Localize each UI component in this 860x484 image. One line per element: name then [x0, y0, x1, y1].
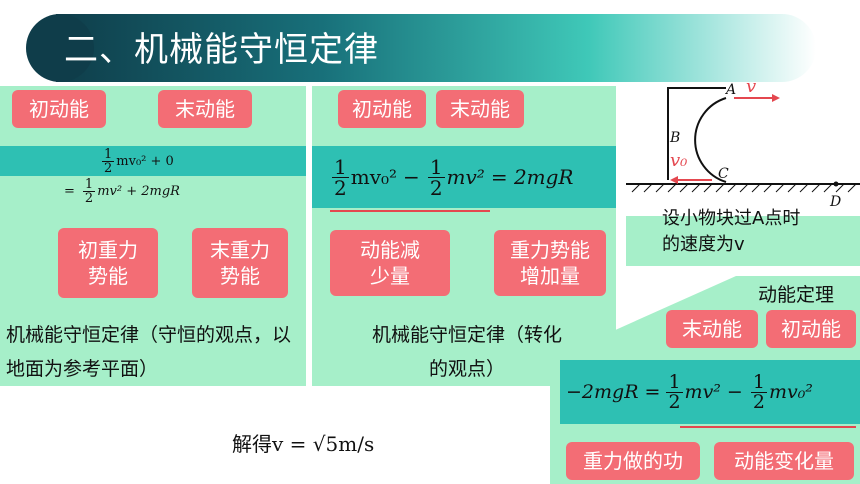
label-v: v [746, 76, 757, 97]
right-formula-band [560, 360, 860, 424]
left-eq1-text: mv₀² + 0 [116, 153, 174, 169]
v-arrowhead [772, 94, 780, 102]
diagram-note-bg [626, 216, 860, 266]
v0-arrowhead [670, 176, 678, 184]
title-bar [26, 14, 816, 82]
tag-initial-pe: 初重力势能 [58, 228, 158, 298]
label-v0: v₀ [670, 150, 688, 171]
middle-caption: 机械能守恒定律（转化的观点） [372, 324, 563, 380]
tag-final-ke-right: 末动能 [666, 310, 758, 348]
tag-initial-ke-left: 初动能 [12, 90, 106, 128]
label-C: C [718, 166, 729, 182]
result-text: 解得v = √5m/s [232, 432, 375, 456]
left-formula-band [0, 146, 306, 176]
tag-ke-change: 动能变化量 [714, 442, 854, 480]
tag-final-ke-left: 末动能 [158, 90, 252, 128]
point-D [833, 181, 839, 187]
underline-mid [330, 210, 490, 212]
tag-initial-ke-mid: 初动能 [338, 90, 426, 128]
tag-final-pe: 末重力势能 [192, 228, 288, 298]
tag-pe-increase: 重力势能增加量 [494, 230, 606, 296]
diagram-note: 设小物块过A点时的速度为v [662, 208, 801, 255]
underline-right [680, 426, 856, 428]
label-D: D [830, 194, 842, 210]
page-title: 二、机械能守恒定律 [64, 30, 379, 70]
right-heading: 动能定理 [758, 284, 835, 306]
semicircle-track [667, 87, 727, 183]
tag-gravity-work: 重力做的功 [566, 442, 700, 480]
label-B: B [670, 130, 681, 146]
label-A: A [726, 82, 737, 98]
left-eq2-text: mv² + 2mgR [97, 183, 180, 199]
tag-final-ke-mid: 末动能 [436, 90, 524, 128]
tag-ke-decrease: 动能减少量 [330, 230, 450, 296]
ground-hatch [631, 183, 857, 193]
tag-initial-ke-right: 初动能 [766, 310, 856, 348]
left-caption: 机械能守恒定律（守恒的观点，以地面为参考平面） [6, 324, 292, 380]
middle-formula-band [312, 146, 616, 208]
